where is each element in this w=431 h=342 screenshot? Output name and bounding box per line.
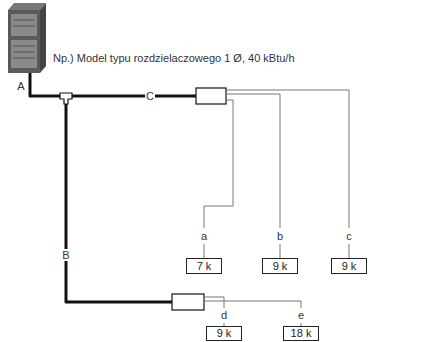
main-pipe [30,73,196,302]
capacity-label: 18 k [291,327,312,340]
distributor-box [196,88,226,104]
capacity-label: 9 k [217,327,232,340]
capacity-label: 7 k [197,259,212,273]
branch-label: d [220,309,228,321]
capacity-label: 9 k [273,259,288,273]
indoor-unit-box: 9 k [262,258,298,274]
pipe-label: C [145,90,155,102]
branch-pipe [204,90,349,326]
capacity-label: 9 k [342,259,357,273]
branch-label: b [276,230,284,242]
indoor-unit-box: 9 k [206,326,242,341]
pipe-label: A [16,80,25,92]
branch-label: a [200,230,208,242]
branch-label: c [345,230,353,242]
outdoor-unit [8,3,46,73]
indoor-unit-box: 18 k [283,326,319,341]
y-branch [60,93,72,104]
indoor-unit-box: 9 k [331,258,367,274]
branch-label: e [297,309,305,321]
distributor-box [172,294,204,310]
diagram-title: Np.) Model typu rozdzielaczowego 1 Ø, 40… [53,52,295,64]
indoor-unit-box: 7 k [186,258,222,274]
pipe-label: B [61,249,70,261]
